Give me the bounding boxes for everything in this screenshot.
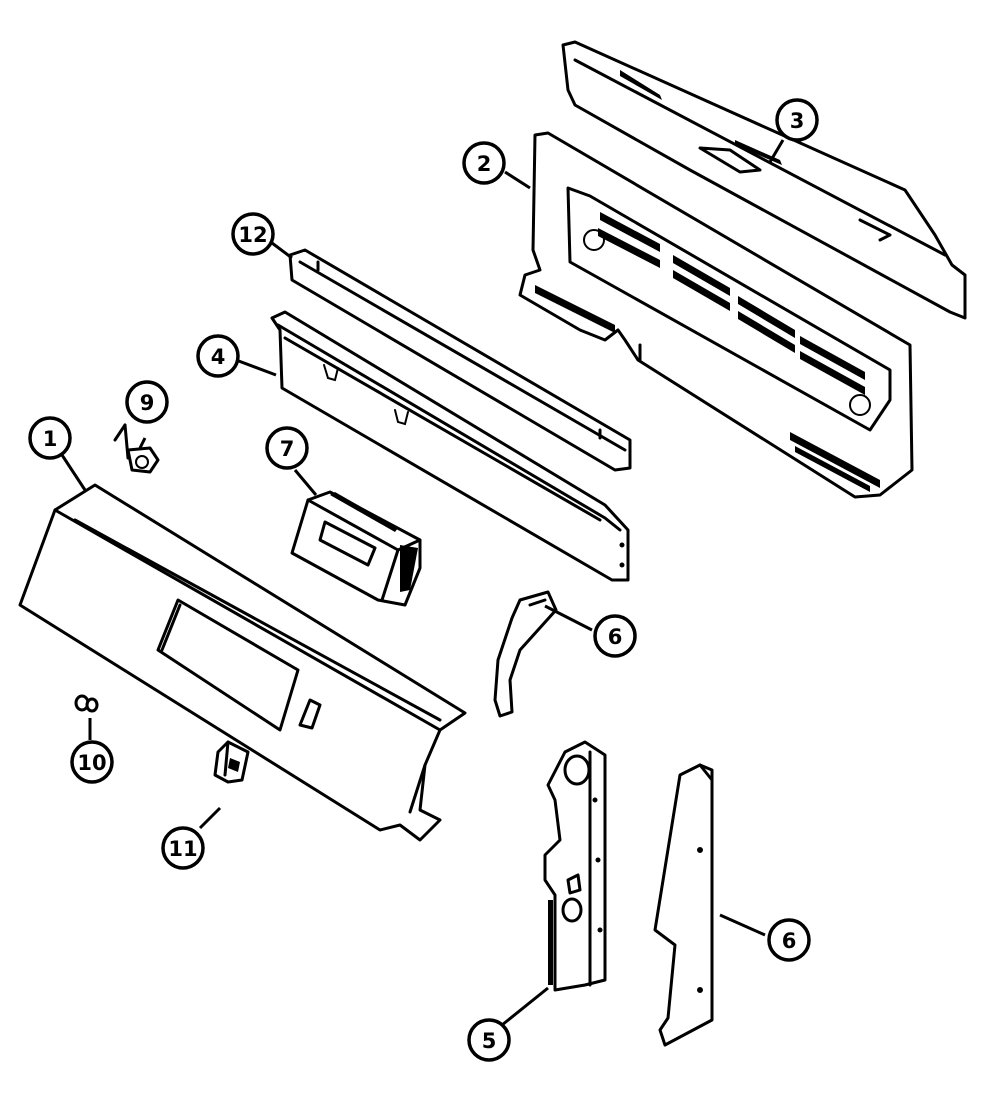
part-11-switch <box>213 740 250 784</box>
part-4-control-bracket <box>270 310 630 582</box>
part-12-upper-strip <box>288 248 632 472</box>
callout-2: 2 <box>462 141 506 185</box>
callout-1-label: 1 <box>43 427 58 451</box>
callout-7-label: 7 <box>280 437 295 461</box>
part-6-end-cap <box>653 763 714 1047</box>
part-9-clip <box>113 423 160 474</box>
part-6-harness <box>493 590 558 718</box>
callout-5: 5 <box>467 1018 511 1062</box>
callout-1: 1 <box>28 416 72 460</box>
callout-6-lower: 6 <box>767 918 811 962</box>
callout-12: 12 <box>231 212 275 256</box>
callout-9-label: 9 <box>140 391 155 415</box>
callout-4: 4 <box>196 334 240 378</box>
callout-3: 3 <box>775 98 819 142</box>
callout-7: 7 <box>265 426 309 470</box>
callout-11-label: 11 <box>168 837 197 861</box>
callout-9: 9 <box>125 380 169 424</box>
part-7-electronic-control <box>290 490 422 607</box>
part-5-left-bracket <box>543 740 607 992</box>
callout-10-label: 10 <box>77 751 106 775</box>
callout-6-upper: 6 <box>593 614 637 658</box>
part-10-button <box>74 694 99 713</box>
callout-6-upper-label: 6 <box>608 625 623 649</box>
callout-3-label: 3 <box>790 109 805 133</box>
part-3-rear-trim <box>561 40 967 320</box>
callout-12-label: 12 <box>238 223 267 247</box>
part-1-control-panel <box>18 483 467 842</box>
callout-11: 11 <box>161 826 205 870</box>
callout-2-label: 2 <box>477 152 492 176</box>
callout-5-label: 5 <box>482 1029 497 1053</box>
leader-lines <box>60 139 785 1027</box>
part-2-rear-panel <box>518 131 914 499</box>
callout-6-lower-label: 6 <box>782 929 797 953</box>
callout-4-label: 4 <box>211 345 226 369</box>
callout-10: 10 <box>70 740 114 784</box>
